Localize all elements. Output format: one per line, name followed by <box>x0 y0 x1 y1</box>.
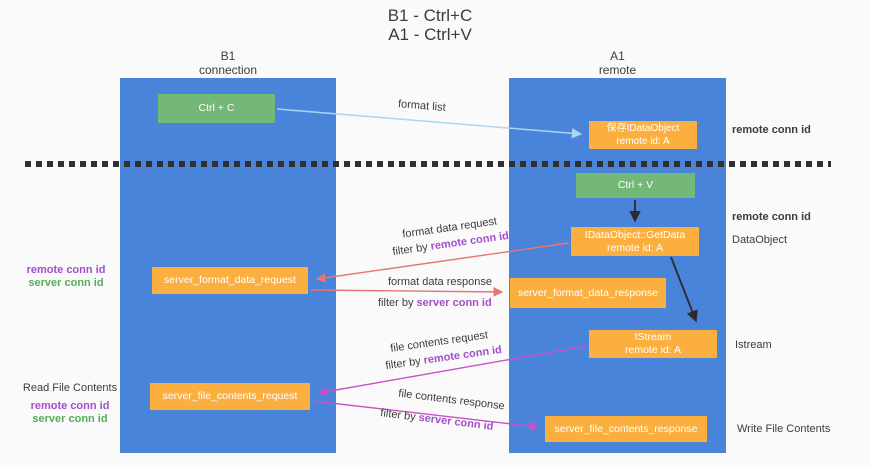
ctrl-c-node: Ctrl + C <box>158 94 275 123</box>
istream-annotation: Istream <box>735 339 772 351</box>
right-column-name: A1 <box>610 49 625 63</box>
filter-by-prefix: filter by <box>391 240 432 259</box>
server-conn-id-label: server conn id <box>32 413 108 425</box>
save-dataobject-node: 保存IDataObject remote id: A <box>589 121 697 149</box>
idataobject-getdata-node: IDataObject::GetData remote id: A <box>571 227 699 256</box>
remote-conn-id-label: remote conn id <box>26 264 106 276</box>
server-file-contents-response-node: server_file_contents_response <box>545 416 707 442</box>
title-line-a1: A1 - Ctrl+V <box>388 25 472 44</box>
write-file-contents-annotation: Write File Contents <box>737 423 831 435</box>
server-file-contents-request-node: server_file_contents_request <box>150 383 310 410</box>
right-column-header: A1 remote <box>509 49 726 77</box>
left-conn-ids-lower: remote conn id server conn id <box>18 400 122 426</box>
filter-by-prefix: filter by <box>384 354 425 373</box>
save-dataobject-line2: remote id: A <box>616 136 670 147</box>
server-file-contents-response-label: server_file_contents_response <box>554 422 698 435</box>
ctrl-c-label: Ctrl + C <box>198 102 235 114</box>
remote-conn-id-annotation-top: remote conn id <box>732 124 811 136</box>
file-contents-response-label: file contents response <box>397 387 506 413</box>
read-file-contents-annotation: Read File Contents <box>22 382 118 394</box>
ctrl-v-label: Ctrl + V <box>617 179 654 191</box>
left-conn-ids-upper: remote conn id server conn id <box>18 264 114 290</box>
remote-conn-id-label: remote conn id <box>30 400 110 412</box>
istream-line2: remote id: A <box>624 344 682 356</box>
format-data-response-filter: filter by server conn id <box>378 297 492 309</box>
server-conn-id-label: server conn id <box>28 277 104 289</box>
filter-by-prefix: filter by <box>378 297 417 309</box>
left-column-name: B1 <box>220 49 236 63</box>
idataobject-getdata-line2: remote id: A <box>606 241 664 254</box>
server-conn-id-label: server conn id <box>417 411 495 433</box>
format-data-response-label: format data response <box>388 276 492 288</box>
save-dataobject-line1: 保存IDataObject <box>606 123 680 134</box>
format-data-response-arrow <box>310 287 504 297</box>
filter-by-prefix: filter by <box>379 407 420 424</box>
server-file-contents-request-label: server_file_contents_request <box>162 390 298 402</box>
diagram-title: B1 - Ctrl+C A1 - Ctrl+V <box>0 6 860 44</box>
remote-conn-id-annotation-mid: remote conn id <box>732 211 811 223</box>
idataobject-getdata-line1: IDataObject::GetData <box>584 228 686 241</box>
server-format-data-response-label: server_format_data_response <box>517 286 659 299</box>
ctrl-v-node: Ctrl + V <box>576 173 695 198</box>
istream-node: IStream remote id: A <box>589 330 717 358</box>
server-format-data-request-label: server_format_data_request <box>164 274 296 286</box>
left-column-header: B1 connection <box>120 49 336 77</box>
dataobject-annotation: DataObject <box>732 234 788 246</box>
right-column-role: remote <box>598 63 637 77</box>
file-contents-response-filter: filter by server conn id <box>380 407 494 433</box>
server-conn-id-label: server conn id <box>416 297 492 309</box>
server-format-data-request-node: server_format_data_request <box>152 267 308 294</box>
server-format-data-response-node: server_format_data_response <box>510 278 666 308</box>
format-list-label: format list <box>397 98 447 114</box>
istream-line1: IStream <box>634 331 672 343</box>
phase-divider-dashed-line <box>25 161 831 167</box>
left-column-role: connection <box>198 63 258 77</box>
title-line-b1: B1 - Ctrl+C <box>387 6 473 25</box>
